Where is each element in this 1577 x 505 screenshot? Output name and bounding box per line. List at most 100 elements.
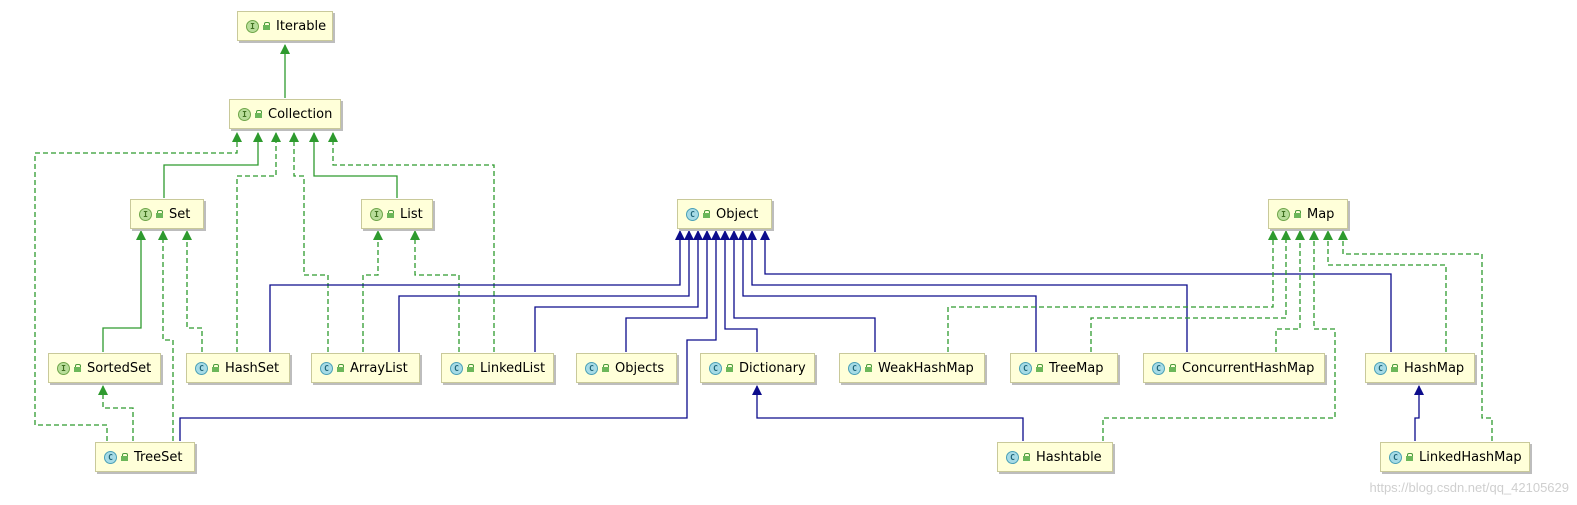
lock-icon xyxy=(467,364,474,372)
node-collection[interactable]: I Collection xyxy=(229,99,341,129)
node-hashmap[interactable]: C HashMap xyxy=(1365,353,1475,383)
class-icon: C xyxy=(1019,361,1032,375)
edge-treeset-object xyxy=(179,230,721,441)
edge-arraylist-object xyxy=(398,230,694,352)
class-icon: C xyxy=(1389,450,1402,464)
node-dictionary[interactable]: C Dictionary xyxy=(700,353,815,383)
edge-hashset-collection xyxy=(236,132,281,352)
node-treeset[interactable]: C TreeSet xyxy=(95,442,195,472)
lock-icon xyxy=(703,210,710,218)
node-label: Collection xyxy=(268,106,333,122)
edge-set-collection xyxy=(163,132,263,198)
edge-arraylist-list xyxy=(362,230,383,352)
lock-icon xyxy=(1036,364,1043,372)
node-weakhashmap[interactable]: C WeakHashMap xyxy=(839,353,985,383)
edge-hashset-object xyxy=(269,230,685,352)
node-label: Object xyxy=(716,206,759,222)
node-concurrenthashmap[interactable]: C ConcurrentHashMap xyxy=(1143,353,1325,383)
node-label: Hashtable xyxy=(1036,449,1102,465)
node-label: ArrayList xyxy=(350,360,408,376)
node-list[interactable]: I List xyxy=(361,199,433,229)
node-hashset[interactable]: C HashSet xyxy=(186,353,290,383)
node-label: List xyxy=(400,206,423,222)
interface-icon: I xyxy=(1277,207,1290,221)
edge-hashmap-object xyxy=(760,230,1392,352)
node-label: HashSet xyxy=(225,360,280,376)
edge-treeset-set xyxy=(158,230,174,441)
node-label: WeakHashMap xyxy=(878,360,974,376)
node-label: Iterable xyxy=(276,18,327,34)
class-icon: C xyxy=(686,207,699,221)
node-linkedlist[interactable]: C LinkedList xyxy=(441,353,554,383)
interface-icon: I xyxy=(238,107,251,121)
edge-objects-object xyxy=(625,230,712,352)
class-icon: C xyxy=(195,361,208,375)
edge-hashset-set xyxy=(182,230,203,352)
node-objects[interactable]: C Objects xyxy=(576,353,677,383)
edge-treeset-collection xyxy=(34,132,242,441)
edge-linkedlist-object xyxy=(534,230,703,352)
edge-linkedlist-collection xyxy=(328,132,495,352)
lock-icon xyxy=(726,364,733,372)
node-label: LinkedHashMap xyxy=(1419,449,1522,465)
lock-icon xyxy=(212,364,219,372)
lock-icon xyxy=(74,364,81,372)
node-label: Map xyxy=(1307,206,1335,222)
node-iterable[interactable]: I Iterable xyxy=(237,11,333,41)
node-label: HashMap xyxy=(1404,360,1465,376)
node-object[interactable]: C Object xyxy=(677,199,772,229)
lock-icon xyxy=(1294,210,1301,218)
edge-treemap-map xyxy=(1090,230,1291,352)
lock-icon xyxy=(1169,364,1176,372)
class-icon: C xyxy=(585,361,598,375)
class-icon: C xyxy=(709,361,722,375)
edge-concurrenthashmap-map xyxy=(1275,230,1305,352)
node-set[interactable]: I Set xyxy=(130,199,204,229)
edge-treemap-object xyxy=(738,230,1037,352)
node-treemap[interactable]: C TreeMap xyxy=(1010,353,1118,383)
lock-icon xyxy=(1406,453,1413,461)
class-icon: C xyxy=(104,450,117,464)
lock-icon xyxy=(156,210,163,218)
lock-icon xyxy=(337,364,344,372)
edge-sortedset-set xyxy=(102,230,146,352)
edge-linkedhashmap-hashmap xyxy=(1414,385,1424,441)
lock-icon xyxy=(865,364,872,372)
node-arraylist[interactable]: C ArrayList xyxy=(311,353,420,383)
class-icon: C xyxy=(1152,361,1165,375)
edge-linkedhashmap-map xyxy=(1338,230,1493,441)
node-label: Dictionary xyxy=(739,360,806,376)
node-map[interactable]: I Map xyxy=(1268,199,1348,229)
node-label: TreeMap xyxy=(1049,360,1104,376)
edge-treeset-sortedset xyxy=(98,385,134,441)
node-hashtable[interactable]: C Hashtable xyxy=(997,442,1113,472)
edge-weakhashmap-map xyxy=(947,230,1278,352)
lock-icon xyxy=(602,364,609,372)
lock-icon xyxy=(255,110,262,118)
lock-icon xyxy=(121,453,128,461)
class-icon: C xyxy=(320,361,333,375)
watermark: https://blog.csdn.net/qq_42105629 xyxy=(1369,480,1570,495)
edge-arraylist-collection xyxy=(289,132,329,352)
class-icon: C xyxy=(450,361,463,375)
edge-weakhashmap-object xyxy=(729,230,876,352)
node-label: Set xyxy=(169,206,191,222)
lock-icon xyxy=(1023,453,1030,461)
class-icon: C xyxy=(1374,361,1387,375)
lock-icon xyxy=(1391,364,1398,372)
interface-icon: I xyxy=(370,207,383,221)
node-sortedset[interactable]: I SortedSet xyxy=(48,353,161,383)
class-icon: C xyxy=(1006,450,1019,464)
node-linkedhashmap[interactable]: C LinkedHashMap xyxy=(1380,442,1530,472)
edge-list-collection xyxy=(309,132,398,198)
node-label: TreeSet xyxy=(134,449,183,465)
node-label: LinkedList xyxy=(480,360,546,376)
node-label: SortedSet xyxy=(87,360,152,376)
edge-hashtable-map xyxy=(1102,230,1336,441)
node-label: Objects xyxy=(615,360,665,376)
node-label: ConcurrentHashMap xyxy=(1182,360,1315,376)
class-icon: C xyxy=(848,361,861,375)
interface-icon: I xyxy=(139,207,152,221)
interface-icon: I xyxy=(246,19,259,33)
